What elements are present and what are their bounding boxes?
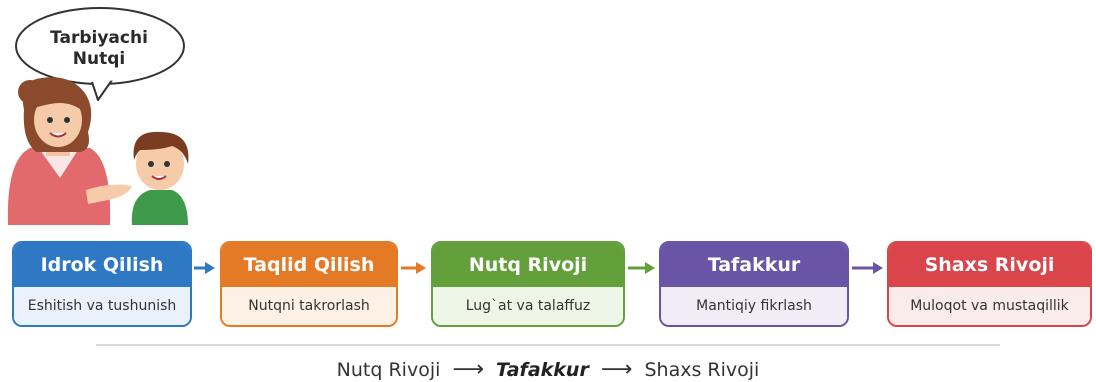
footer-part-2: Tafakkur	[496, 359, 589, 381]
step-title: Idrok Qilish	[14, 243, 190, 287]
step-card: Nutq Rivoji Lug`at va talaffuz	[431, 241, 625, 327]
step-description: Eshitish va tushunish	[14, 287, 190, 325]
child-figure	[131, 131, 189, 225]
arrow-right-icon	[194, 262, 215, 274]
arrow-right-icon	[852, 262, 883, 274]
step-description: Nutqni takrorlash	[222, 287, 396, 325]
step-card: Tafakkur Mantiqiy fikrlash	[659, 241, 849, 327]
speech-bubble-line2: Nutqi	[72, 49, 126, 69]
step-card: Shaxs Rivoji Muloqot va mustaqillik	[887, 241, 1092, 327]
long-arrow-icon: ⟶	[600, 357, 633, 382]
step-description: Lug`at va talaffuz	[433, 287, 623, 325]
step-description: Mantiqiy fikrlash	[661, 287, 847, 325]
step-title: Tafakkur	[661, 243, 847, 287]
step-card: Taqlid Qilish Nutqni takrorlash	[220, 241, 398, 327]
step-title: Taqlid Qilish	[222, 243, 396, 287]
speech-bubble-line1: Tarbiyachi	[50, 28, 148, 48]
step-title: Nutq Rivoji	[433, 243, 623, 287]
speech-bubble	[15, 7, 185, 101]
footer-chain: Nutq Rivoji ⟶ Tafakkur ⟶ Shaxs Rivoji	[0, 357, 1096, 382]
footer-part-3: Shaxs Rivoji	[644, 359, 760, 381]
step-card: Idrok Qilish Eshitish va tushunish	[12, 241, 192, 327]
arrow-right-icon	[628, 262, 655, 274]
teacher-figure	[7, 77, 132, 225]
arrow-right-icon	[401, 262, 426, 274]
footer-part-1: Nutq Rivoji	[336, 359, 441, 381]
step-title: Shaxs Rivoji	[889, 243, 1090, 287]
teacher-child-illustration	[7, 7, 189, 225]
long-arrow-icon: ⟶	[452, 357, 484, 382]
divider	[96, 344, 1000, 346]
step-description: Muloqot va mustaqillik	[889, 287, 1090, 325]
speech-bubble-text: Tarbiyachi Nutqi	[40, 28, 158, 70]
